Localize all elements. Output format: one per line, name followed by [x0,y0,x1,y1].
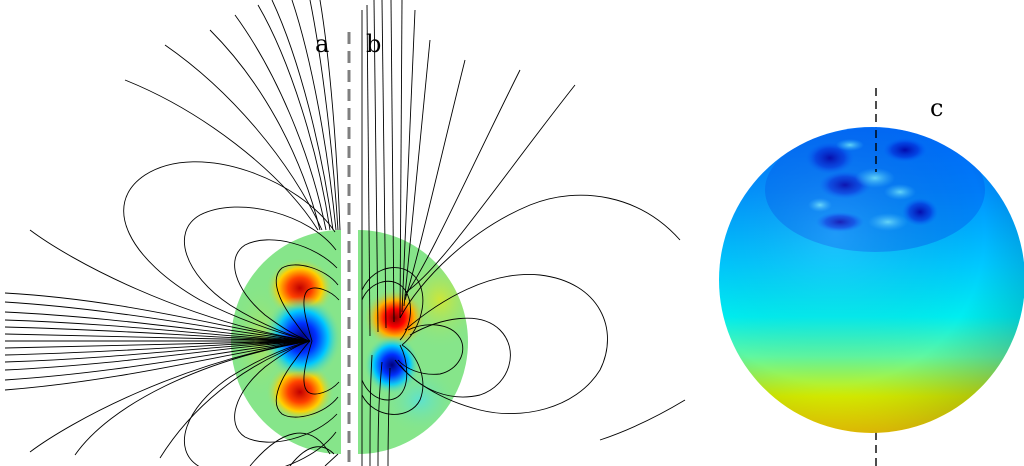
panel-b-field-lines [361,0,686,466]
label-c: c [930,94,943,122]
label-b: b [366,30,381,58]
panel-c: c [719,88,1024,466]
panel-b [358,0,686,466]
sphere [719,127,1024,433]
panel-a-field-lines [4,0,341,466]
panel-a [4,0,341,466]
label-a: a [315,30,329,58]
